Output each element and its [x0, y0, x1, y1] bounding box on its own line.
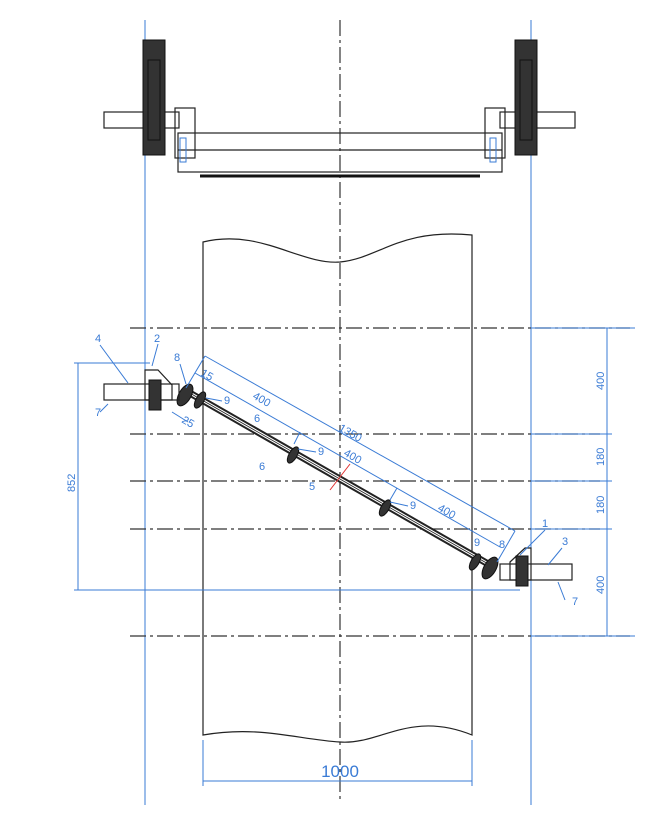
belt-outline [202, 233, 473, 743]
dim-right-2: 180 [595, 448, 607, 466]
part-labels: 1 2 3 4 5 6 6 7 7 8 8 9 9 9 9 [95, 333, 578, 608]
label-1: 1 [542, 518, 548, 530]
belt-width-dimension: 1000 [202, 740, 473, 786]
top-assembly [103, 39, 576, 178]
dim-25: 25 [180, 414, 197, 431]
dim-right-3: 180 [595, 496, 607, 514]
dim-right-1: 400 [595, 372, 607, 390]
right-clamp [499, 547, 573, 587]
dim-1000: 1000 [321, 762, 359, 781]
diagonal-dimensions: 1350 400 400 400 15 25 [171, 355, 516, 563]
left-clamp [103, 369, 180, 411]
label-4: 4 [95, 333, 101, 345]
label-9a: 9 [224, 395, 230, 407]
label-6a: 6 [254, 413, 260, 425]
right-dimensions: 400 180 180 400 [531, 327, 635, 637]
label-8a: 8 [174, 352, 180, 364]
label-7b: 7 [572, 596, 578, 608]
label-3: 3 [562, 536, 568, 548]
label-8b: 8 [499, 539, 505, 551]
dim-852: 852 [66, 474, 78, 492]
label-9d: 9 [474, 537, 480, 549]
label-7a: 7 [95, 407, 101, 419]
cleaner-blade [176, 383, 499, 580]
dim-right-4: 400 [595, 576, 607, 594]
label-5: 5 [309, 481, 315, 493]
dim-400-c: 400 [436, 502, 458, 522]
dim-1350: 1350 [337, 422, 364, 445]
label-2: 2 [154, 333, 160, 345]
vertical-span-dimension: 852 [66, 362, 520, 591]
dim-15: 15 [199, 367, 216, 384]
dim-400-b: 400 [342, 447, 364, 467]
label-9b: 9 [318, 446, 324, 458]
label-6b: 6 [259, 461, 265, 473]
label-9c: 9 [410, 500, 416, 512]
